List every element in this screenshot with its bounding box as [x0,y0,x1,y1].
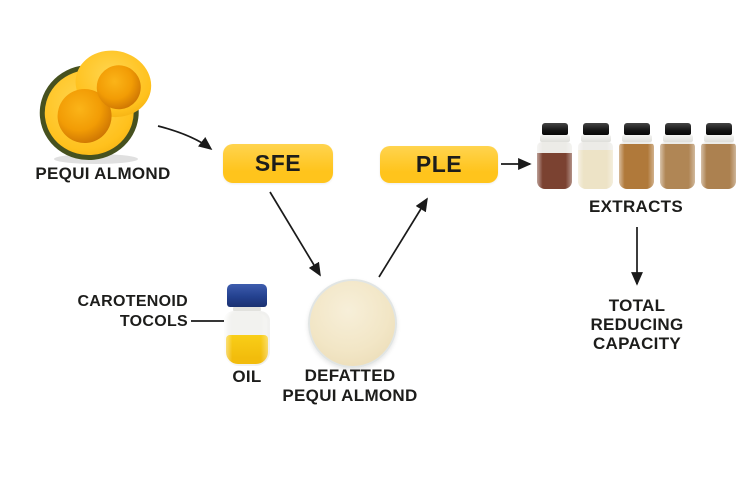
defatted-pequi-almond-label: DEFATTED PEQUI ALMOND [282,366,418,405]
extracts-label: EXTRACTS [588,197,683,216]
vial-neck [580,135,611,142]
vial-liquid [619,144,654,189]
ple-node: PLE [380,146,498,183]
arrow-sfe-to-defatted [269,191,321,277]
vial-neck [539,135,570,142]
extract-vial-2 [578,123,613,189]
extract-vial-4 [660,123,695,189]
extract-vial-1 [537,123,572,189]
arrow-defatted-to-ple [378,197,428,278]
vial-liquid [660,144,695,189]
vial-cap [623,123,650,135]
vial-body [701,142,736,189]
oil-bottle-neck [233,307,261,311]
arrow-fruit-to-sfe [157,125,213,151]
vial-body [619,142,654,189]
extract-vial-5 [701,123,736,189]
vial-neck [703,135,734,142]
carotenoid-tocols-label: CAROTENOID TOCOLS [77,293,188,330]
vial-cap [705,123,732,135]
oil-bottle-image [222,284,272,366]
defatted-almond-dish-image [308,279,397,368]
oil-bottle-body [224,311,270,366]
vial-neck [621,135,652,142]
pequi-almond-label: PEQUI ALMOND [35,164,171,183]
extract-vial-3 [619,123,654,189]
total-reducing-capacity-label: TOTAL REDUCING CAPACITY [590,296,684,353]
extract-vials [537,123,736,189]
vial-liquid [537,153,572,189]
vial-cap [541,123,568,135]
vial-cap [664,123,691,135]
vial-liquid [701,144,736,189]
vial-body [578,142,613,189]
oil-bottle-cap [227,284,267,307]
vial-body [660,142,695,189]
oil-label: OIL [232,367,262,386]
vial-cap [582,123,609,135]
oil-liquid [226,335,268,364]
pequi-fruit-image [39,50,152,164]
vial-body [537,142,572,189]
sfe-node: SFE [223,144,333,183]
vial-liquid [578,149,613,189]
vial-neck [662,135,693,142]
